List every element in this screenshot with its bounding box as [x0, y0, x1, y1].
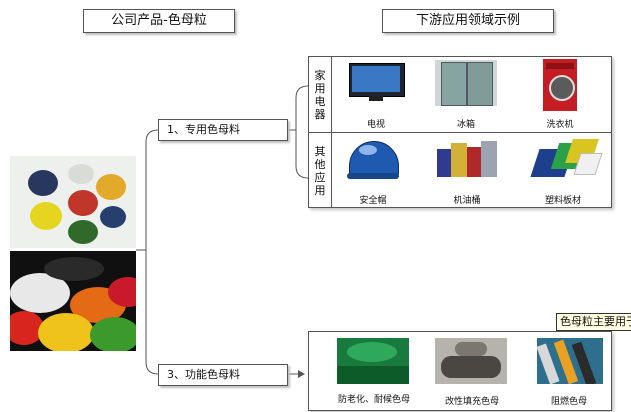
right-header: 下游应用领域示例: [382, 9, 554, 33]
group-label-other: 其他应用: [314, 145, 326, 197]
functional-panel: 防老化、耐候色母 改性填充色母 阻燃色母: [308, 331, 612, 411]
caption-plastic-sheet: 塑料板材: [544, 196, 581, 206]
tooltip: 色母粒主要用于: [556, 313, 631, 331]
group-label-appliances: 家用电器: [314, 69, 326, 121]
plastic-sheet-image: [530, 137, 603, 183]
flame-retardant-image: [537, 338, 603, 384]
caption-helmet: 安全帽: [359, 196, 387, 206]
masterbatch-photo-bottom: [10, 251, 136, 351]
row-divider: [309, 132, 611, 133]
fridge-image: [435, 60, 497, 106]
caption-washing-machine: 洗衣机: [546, 120, 574, 130]
caption-filled-modified: 改性填充色母: [444, 397, 499, 407]
caption-weather-resistant: 防老化、耐候色母: [337, 395, 410, 405]
category-box-special: 1、专用色母料: [158, 119, 288, 141]
helmet-image: [345, 137, 401, 185]
arrow-head-icon: [298, 370, 305, 378]
washing-machine-image: [543, 59, 577, 111]
weather-resistant-image: [337, 338, 409, 384]
oil-drum-image: [435, 135, 499, 181]
caption-flame-retardant: 阻燃色母: [550, 397, 587, 407]
masterbatch-photo-top: [10, 156, 136, 248]
appliance-panel: 家用电器 其他应用 电视 冰箱 洗衣机 安全帽 机油桶 塑料板材: [308, 56, 612, 208]
filled-modified-image: [435, 338, 507, 384]
left-header: 公司产品-色母粒: [83, 9, 235, 33]
caption-oil-drum: 机油桶: [453, 196, 481, 206]
tv-image: [349, 63, 405, 103]
category-box-functional: 3、功能色母料: [158, 364, 288, 386]
caption-tv: 电视: [366, 120, 385, 130]
caption-fridge: 冰箱: [456, 120, 475, 130]
